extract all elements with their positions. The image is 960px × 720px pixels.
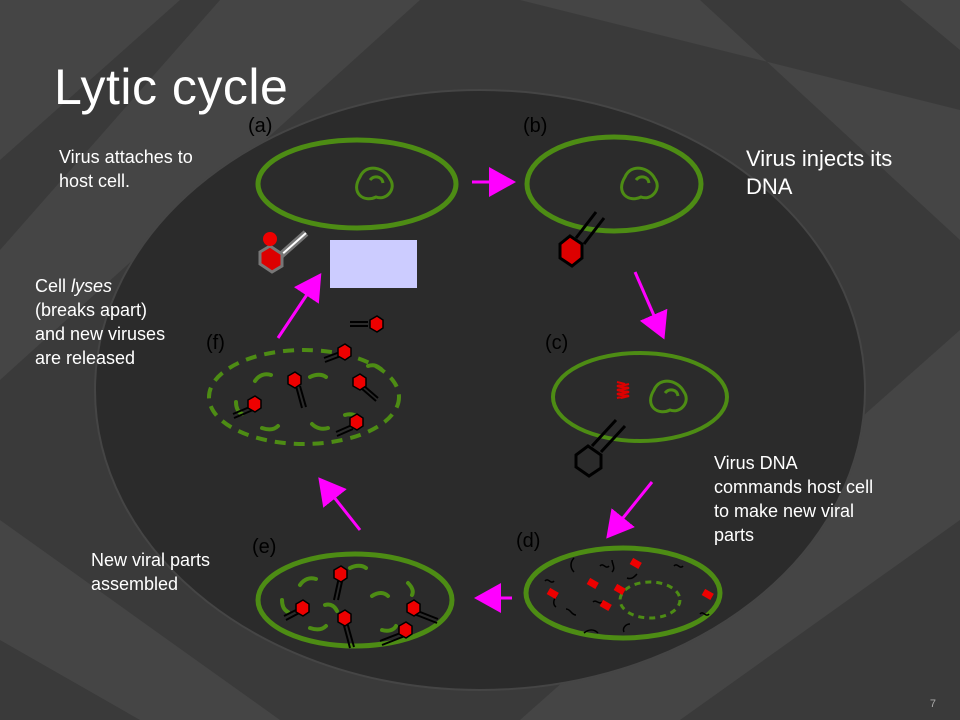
caption-inject: Virus injects its DNA <box>746 145 892 201</box>
caption-lyses-line: (breaks apart) <box>35 300 148 320</box>
cell-c <box>551 351 729 443</box>
caption-commands-line: commands host cell <box>714 477 874 497</box>
cell-e <box>255 551 455 649</box>
caption-commands-line: parts <box>714 525 755 545</box>
cycle-arrows <box>276 167 668 613</box>
caption-commands: Virus DNA commands host cell to make new… <box>714 451 873 547</box>
page-number: 7 <box>929 698 936 710</box>
cell-f <box>207 315 401 446</box>
caption-lyses-line: are released <box>35 348 136 368</box>
virus-c <box>574 418 627 478</box>
caption-lyses: Cell lyses (breaks apart) and new viruse… <box>35 274 165 370</box>
arrow-e-to-f <box>318 477 362 531</box>
cell-a <box>255 137 459 231</box>
caption-commands-line: Virus DNA <box>714 453 798 473</box>
arrow-c-to-d <box>606 481 654 539</box>
caption-lyses-line: and new viruses <box>35 324 166 344</box>
arrow-f-to-a <box>276 273 322 339</box>
caption-lyses-line: Cell lyses <box>35 276 113 296</box>
caption-attach-line: host cell. <box>59 171 131 191</box>
caption-attach-line: Virus attaches to <box>59 147 193 167</box>
stage-label-a: (a) <box>248 115 273 137</box>
caption-assembled-line: assembled <box>91 574 179 594</box>
caption-attach: Virus attaches to host cell. <box>59 145 193 193</box>
caption-assembled: New viral parts assembled <box>91 548 210 596</box>
caption-inject-line: DNA <box>746 174 793 199</box>
virus-b <box>558 211 606 268</box>
stage-label-d: (d) <box>516 530 541 552</box>
virus-a <box>258 230 309 274</box>
stage-label-c: (c) <box>545 332 569 354</box>
cell-b <box>524 134 704 234</box>
stage-label-e: (e) <box>252 536 277 558</box>
slide-title: Lytic cycle <box>54 59 289 115</box>
caption-assembled-line: New viral parts <box>91 550 211 570</box>
stage-label-f: (f) <box>206 332 225 354</box>
caption-inject-line: Virus injects its <box>746 146 893 171</box>
caption-commands-line: to make new viral <box>714 501 855 521</box>
stage-label-b: (b) <box>523 115 548 137</box>
arrow-b-to-c <box>633 271 668 340</box>
cell-d <box>523 545 723 641</box>
highlight-box <box>330 240 417 288</box>
